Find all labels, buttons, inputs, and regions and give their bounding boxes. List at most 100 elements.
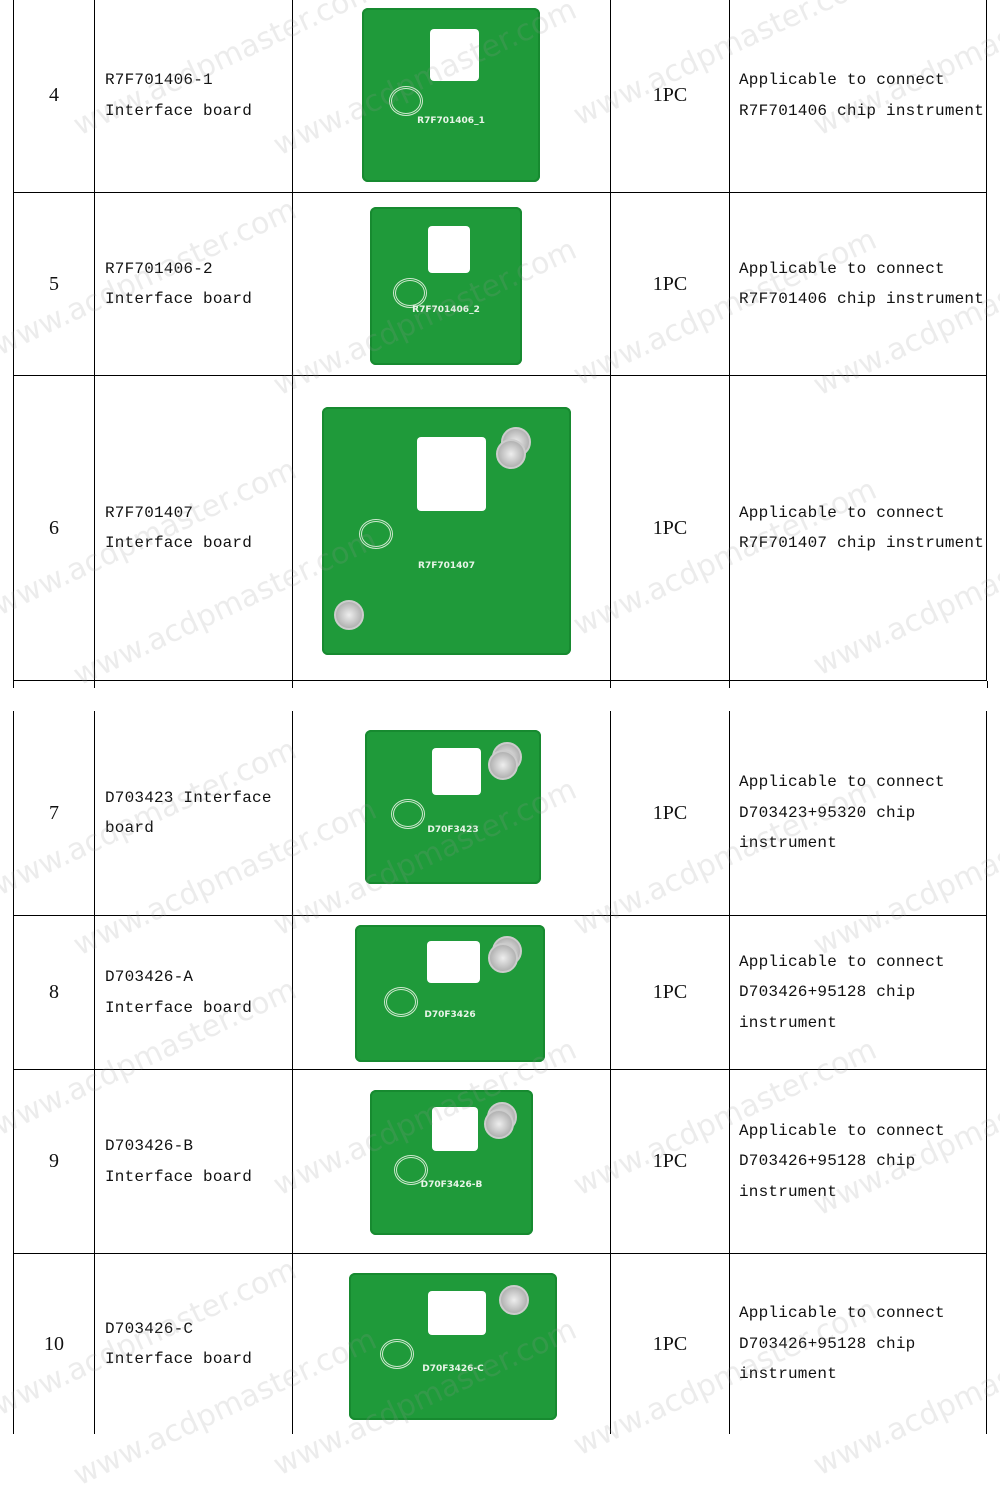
board-silkscreen-label: R7F701406_1 — [417, 115, 485, 126]
fingerprint-icon — [380, 1339, 415, 1370]
board-silkscreen-label: R7F701407 — [418, 560, 475, 571]
item-description-line: D703426+95128 chip — [739, 1334, 916, 1353]
item-description-line: Applicable to connect — [739, 1304, 945, 1323]
interface-board-image: D70F3423 — [365, 730, 541, 884]
item-number-cell: 5 — [14, 193, 95, 375]
item-image-cell — [293, 193, 611, 375]
item-image-cell — [293, 376, 611, 680]
item-quantity-cell: 1PC — [611, 916, 730, 1069]
item-number: 5 — [49, 272, 59, 295]
item-quantity-cell: 1PC — [611, 376, 730, 680]
item-quantity-cell: 1PC — [611, 193, 730, 375]
screw-icon — [496, 439, 527, 470]
item-name-line: D703426-B — [105, 1137, 194, 1155]
item-image-cell — [293, 1070, 611, 1253]
item-description-line: instrument — [739, 1182, 838, 1201]
item-description-line: Applicable to connect — [739, 71, 945, 89]
item-image-cell — [293, 1254, 611, 1434]
table-border-stub — [94, 681, 95, 688]
item-number-cell: 9 — [14, 1070, 95, 1253]
item-name-cell: D703426-C Interface board — [95, 1254, 293, 1434]
item-name-cell: D703426-A Interface board — [95, 916, 293, 1069]
item-quantity: 1PC — [652, 1150, 688, 1172]
board-cutout — [431, 1107, 478, 1151]
board-silkscreen-label: D70F3426 — [424, 1009, 476, 1020]
item-description-line: Applicable to connect — [739, 503, 945, 522]
item-description-line: R7F701406 chip instrument — [739, 290, 985, 308]
item-number: 7 — [49, 801, 59, 824]
item-name-line: D703423 Interface — [105, 788, 272, 807]
item-quantity: 1PC — [652, 1332, 688, 1355]
item-quantity-cell: 1PC — [611, 1070, 730, 1253]
item-image-cell — [293, 916, 611, 1069]
item-number-cell: 10 — [14, 1254, 95, 1434]
item-number: 6 — [49, 516, 59, 539]
screw-icon — [488, 942, 518, 973]
board-cutout — [428, 1290, 487, 1335]
item-name: D703426-C Interface board — [105, 1314, 252, 1375]
interface-board-image: D70F3426-B — [370, 1090, 533, 1235]
item-description-line: instrument — [739, 1365, 838, 1384]
item-quantity: 1PC — [652, 272, 688, 295]
board-cutout — [427, 225, 471, 274]
interface-board-image: R7F701406_2 — [370, 207, 522, 365]
item-name-line: Interface board — [105, 101, 253, 120]
board-silkscreen-label: D70F3426-C — [422, 1364, 484, 1375]
item-name-line: D703426-A — [105, 968, 194, 986]
item-image-cell — [293, 711, 611, 915]
board-cutout — [427, 941, 481, 983]
fingerprint-icon — [359, 518, 394, 549]
item-name-line: R7F701407 — [105, 503, 194, 522]
item-quantity-cell: 1PC — [611, 1254, 730, 1434]
item-description-line: Applicable to connect — [739, 259, 945, 278]
item-name-line: Interface board — [105, 534, 253, 552]
table-border-stub — [292, 681, 293, 688]
item-name-line: Interface board — [105, 290, 253, 308]
item-description-line: instrument — [739, 834, 838, 853]
item-description-line: R7F701406 chip instrument — [739, 101, 985, 120]
item-number-cell: 7 — [14, 711, 95, 915]
item-quantity-cell: 1PC — [611, 0, 730, 192]
table-border-stub — [13, 681, 14, 688]
item-quantity-cell: 1PC — [611, 711, 730, 915]
table-row: 10 D703426-C Interface board 1PC Applicable … — [13, 1254, 987, 1434]
item-name-line: R7F701406-2 — [105, 259, 213, 278]
item-description-line: Applicable to connect — [739, 952, 945, 971]
item-quantity: 1PC — [652, 981, 688, 1003]
item-description-line: Applicable to connect — [739, 773, 945, 792]
fingerprint-icon — [394, 1155, 429, 1186]
item-number: 9 — [49, 1150, 59, 1172]
item-name-line: D703426-C — [105, 1319, 194, 1338]
item-description-line: instrument — [739, 1013, 838, 1032]
fingerprint-icon — [391, 799, 426, 830]
item-quantity: 1PC — [652, 516, 688, 539]
item-name-line: Interface board — [105, 998, 253, 1017]
item-description-line: R7F701407 chip instrument — [739, 534, 985, 552]
board-cutout — [416, 436, 487, 512]
item-name-line: Interface board — [105, 1350, 253, 1368]
board-cutout — [429, 28, 480, 82]
table-border-stub — [987, 681, 988, 688]
item-name: D703426-A Interface board — [105, 962, 252, 1023]
